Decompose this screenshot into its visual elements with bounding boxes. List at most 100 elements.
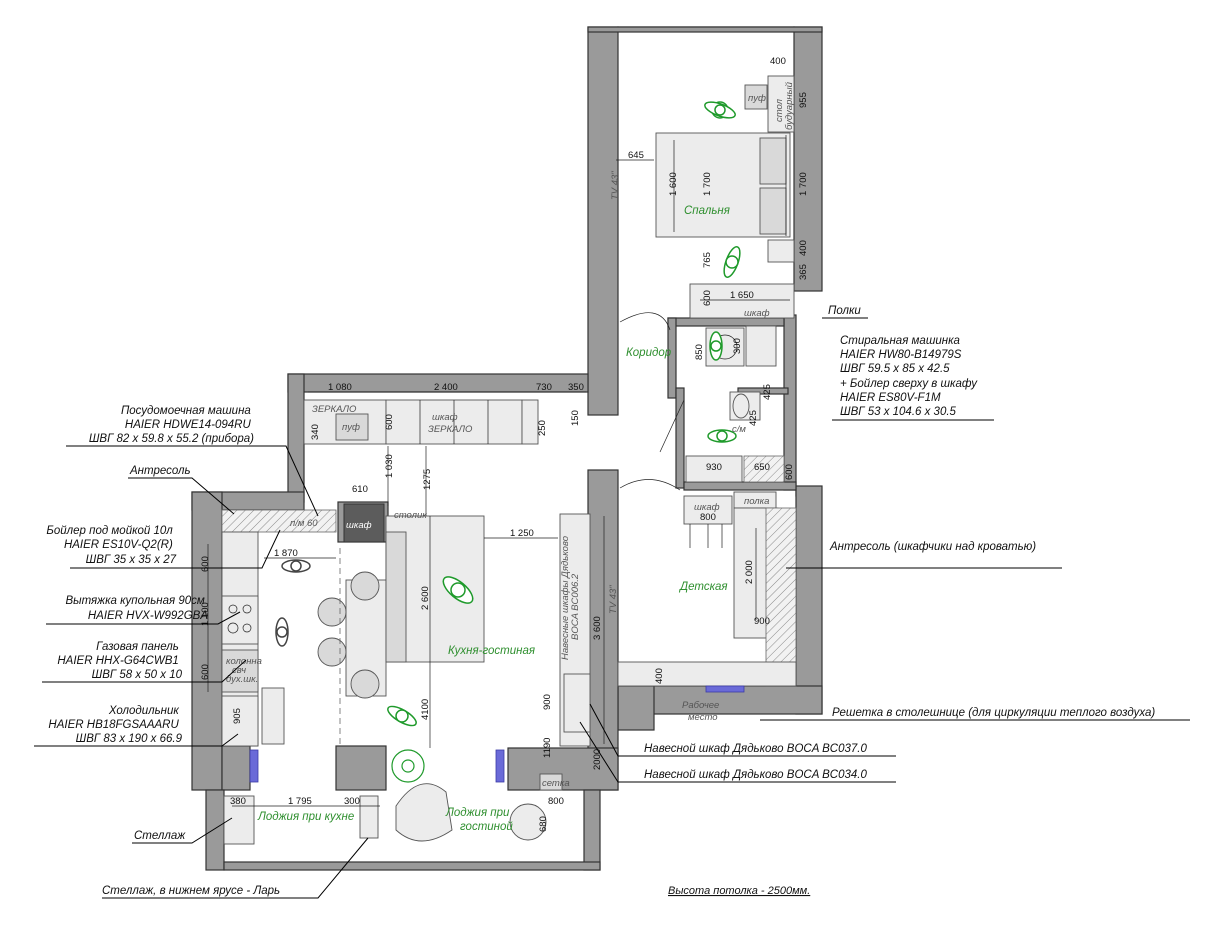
dim: 400 xyxy=(798,240,809,256)
dim: 1 080 xyxy=(328,382,352,393)
dim: 650 xyxy=(754,462,770,473)
mirror-label: ЗЕРКАЛО xyxy=(312,404,357,415)
dim: 1190 xyxy=(542,738,553,758)
callout-fridge: Холодильник HAIER HB18FGSAAARU ШВГ 83 х … xyxy=(48,705,182,745)
grid-small-label: сетка xyxy=(542,778,570,789)
dim: 1 100 xyxy=(200,602,211,626)
bedroom-wardrobe xyxy=(689,283,795,319)
dim: 400 xyxy=(654,668,665,684)
pouf xyxy=(335,413,369,441)
column-label-2: свч xyxy=(232,665,246,676)
dim: 425 xyxy=(762,384,773,400)
wardrobe-label: шкаф xyxy=(432,412,458,423)
leader-lines xyxy=(34,317,1190,899)
dim: 1 700 xyxy=(798,172,809,196)
fridge xyxy=(221,695,259,747)
callout-mezzanine: Антресоль xyxy=(129,465,191,477)
dim: 2 600 xyxy=(420,586,431,610)
dim: 800 xyxy=(548,796,564,807)
dim: 1 650 xyxy=(730,290,754,301)
dim: 730 xyxy=(536,382,552,393)
dim: 800 xyxy=(700,512,716,523)
workplace-label-2: место xyxy=(688,712,718,723)
room-kids: Детская xyxy=(678,581,728,593)
callout-boiler-sink: Бойлер под мойкой 10л HAIER ES10V-Q2(R) … xyxy=(46,525,176,566)
callout-dishwasher: Посудомоечная машина HAIER HDWE14-094RU … xyxy=(89,405,254,445)
callout-washer: Стиральная машинка HAIER HW80-B14979S ШВ… xyxy=(840,335,980,418)
dim: 250 xyxy=(537,420,548,436)
dim: 600 xyxy=(200,664,211,680)
dim: 380 xyxy=(230,796,246,807)
room-loggia-kitchen: Лоджия при кухне xyxy=(257,811,354,823)
wm-label: с/м xyxy=(732,424,746,435)
bedroom-pouf xyxy=(744,84,768,110)
person-icon xyxy=(442,576,474,604)
callout-rack: Стеллаж xyxy=(134,830,186,842)
callout-hood: Вытяжка купольная 90см HAIER HVX-W992GBA xyxy=(65,595,208,622)
kids-shelf-label: полка xyxy=(744,496,769,507)
callout-cabinet-034: Навесной шкаф Дядьково BOCA BC034.0 xyxy=(644,769,867,781)
boudoir-label-2: будуарный xyxy=(784,81,795,130)
person-icon xyxy=(275,617,289,647)
person-icon xyxy=(281,559,311,573)
callout-grille: Решетка в столешнице (для циркуляции теп… xyxy=(832,707,1155,719)
boudoir-label-1: стол xyxy=(774,98,785,122)
dim: 150 xyxy=(570,410,581,426)
dim: 905 xyxy=(232,708,243,724)
dim: 1275 xyxy=(422,469,433,490)
dim: 300 xyxy=(732,338,743,354)
dim: 3 600 xyxy=(592,616,603,640)
tv-kids-label: TV 43" xyxy=(608,585,619,614)
dim: 350 xyxy=(568,382,584,393)
workplace-label-1: Рабочее xyxy=(682,700,719,711)
dim: 1 030 xyxy=(384,454,395,478)
person-icon xyxy=(704,101,736,119)
bedroom-pouf-label: пуф xyxy=(748,93,766,104)
plant-icon xyxy=(391,749,425,783)
dim: 900 xyxy=(542,694,553,710)
people xyxy=(275,101,741,783)
dim: 4100 xyxy=(420,699,431,720)
dishwasher-short-label: п/м 60 xyxy=(290,518,318,529)
dim: 1 700 xyxy=(702,172,713,196)
pouf-label: пуф xyxy=(342,422,360,433)
wardrobe-small-label: шкаф xyxy=(346,520,372,531)
callouts: Посудомоечная машина HAIER HDWE14-094RU … xyxy=(46,305,1155,897)
dim: 300 xyxy=(344,796,360,807)
bedroom-wardrobe-label: шкаф xyxy=(744,308,770,319)
dim: 955 xyxy=(798,92,809,108)
dim: 850 xyxy=(694,344,705,360)
wall-cabinets-label-1: Навесные шкафы Дядьково xyxy=(560,536,571,660)
small-table-label: столик xyxy=(394,510,427,521)
kids-wardrobe-label: шкаф xyxy=(694,502,720,513)
callout-gas-panel: Газовая панель HAIER HHX-G64CWB1 ШВГ 58 … xyxy=(57,641,182,681)
dim: 2 000 xyxy=(744,560,755,584)
dim: 600 xyxy=(784,464,795,480)
dim: 425 xyxy=(748,410,759,426)
dim: 930 xyxy=(706,462,722,473)
person-icon xyxy=(723,246,741,278)
dim: 680 xyxy=(538,816,549,832)
dim: 600 xyxy=(200,556,211,572)
person-icon xyxy=(707,429,737,443)
dimensions: 1 080 2 400 730 350 340 600 250 150 1 03… xyxy=(200,56,809,832)
wall-cabinets-label-2: BOCA BC006.2 xyxy=(570,573,581,640)
wardrobe-small xyxy=(343,503,385,543)
gas-panel xyxy=(221,595,259,645)
callout-shelves: Полки xyxy=(828,305,861,317)
dimension-lines xyxy=(207,135,790,807)
dim: 365 xyxy=(798,264,809,280)
dim: 1 600 xyxy=(668,172,679,196)
dim: 600 xyxy=(384,414,395,430)
dim: 400 xyxy=(770,56,786,67)
dim: 1 795 xyxy=(288,796,312,807)
boudoir-table xyxy=(767,75,795,133)
callout-cabinet-037: Навесной шкаф Дядьково BOCA BC037.0 xyxy=(644,743,867,755)
walls xyxy=(191,26,823,871)
column xyxy=(221,649,259,693)
dim: 1 870 xyxy=(274,548,298,559)
dim: 1 250 xyxy=(510,528,534,539)
room-labels: Спальня Коридор Кухня-гостиная Детская Л… xyxy=(257,205,730,833)
